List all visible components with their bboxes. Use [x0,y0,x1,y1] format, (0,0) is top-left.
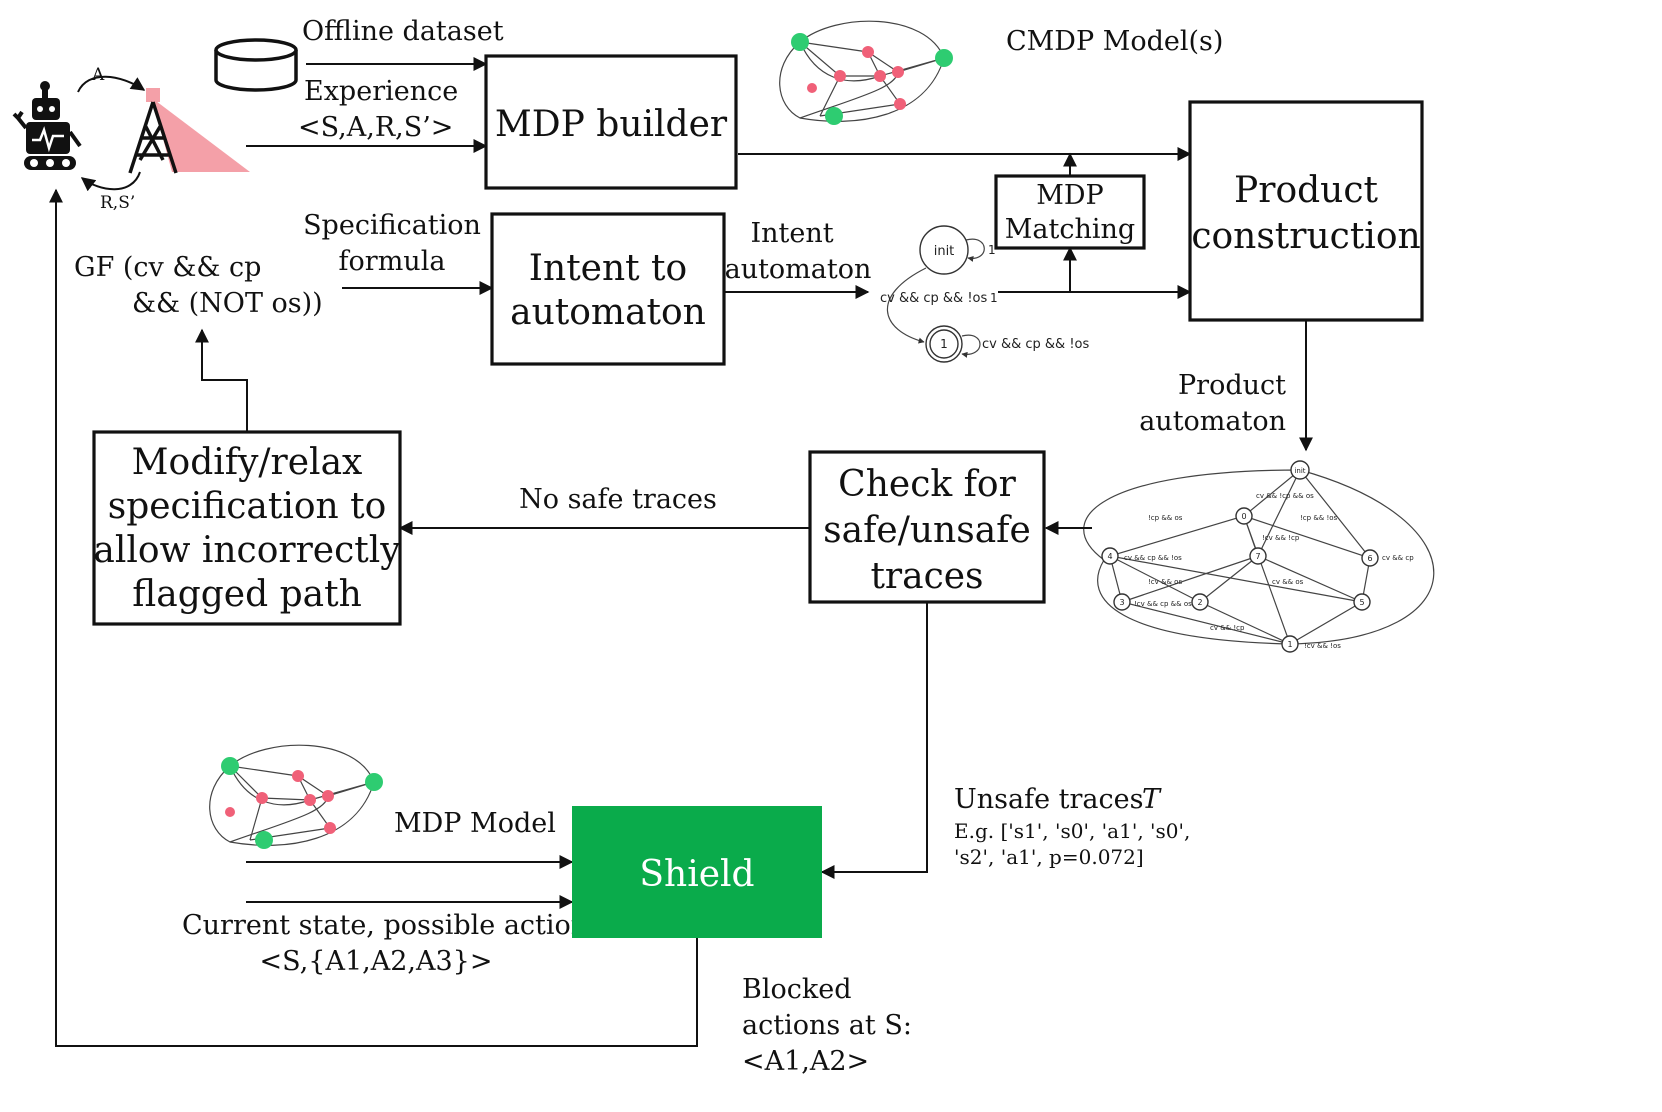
specification-line2: formula [339,246,446,277]
modify-line2: specification to [108,486,387,527]
gf-formula-line1: GF (cv && cp [74,252,261,283]
check-line1: Check for [838,464,1016,505]
product-state: 6 [1367,554,1372,563]
modify-line3: allow incorrectly [93,530,401,571]
product-edge-label: cv && os [1272,578,1304,586]
product-state: 4 [1107,552,1112,561]
automaton-accept-state: 1 [940,337,948,351]
unsafe-traces-example-line2: 's2', 'a1', p=0.072] [954,845,1144,869]
accept-loop-label: cv && cp && !os [982,337,1089,352]
product-edge-label: !cp && !os [1300,514,1338,522]
cell-tower-icon [128,88,250,174]
blocked-line2: actions at S: [742,1010,912,1041]
action-label: A [91,65,105,85]
product-state: 1 [1287,640,1292,649]
mdp-builder-label: MDP builder [495,104,728,145]
product-edge-label: !cv && cp && os [1134,600,1192,608]
product-edge-label: cv && cp && !os [1124,554,1182,562]
product-state: 3 [1119,598,1124,607]
modify-line1: Modify/relax [132,442,363,483]
intent-automaton-graph: init 1 cv && cp && !os 1 1 cv && cp && !… [880,225,1089,363]
mdp-matching-line2: Matching [1005,214,1135,245]
cmdp-models-label: CMDP Model(s) [1006,26,1223,57]
product-edge-label: !cv && os [1148,578,1182,586]
product-edge-label: !cp && os [1148,514,1183,522]
init-loop-label: 1 [988,243,996,257]
no-safe-traces-label: No safe traces [519,484,717,515]
product-construction-line1: Product [1234,170,1378,211]
database-icon [214,38,298,92]
gf-formula-line2: && (NOT os)) [132,288,323,319]
modify-spec-box: Modify/relax specification to allow inco… [92,430,402,626]
product-init-state: init [1294,467,1305,475]
product-automaton-graph: init 0 4 7 6 3 2 5 1 cv && !cp && os !cp… [1083,460,1435,653]
product-construction-line2: construction [1191,216,1420,257]
unsafe-traces-symbol: T [1142,784,1162,815]
product-construction-box: Product construction [1188,100,1424,322]
mdp-matching-line1: MDP [1036,180,1103,211]
product-automaton-line1: Product [1178,370,1286,401]
modify-line4: flagged path [132,574,362,615]
unsafe-traces-label: Unsafe traces [954,784,1143,815]
product-edge-label: cv && cp [1382,554,1414,562]
intent-automaton-line1: Intent [750,218,833,249]
unsafe-traces-example-line1: E.g. ['s1', 's0', 'a1', 's0', [954,819,1190,843]
intent-to-automaton-line2: automaton [510,292,706,333]
product-automaton-line2: automaton [1139,406,1286,437]
offline-dataset-label: Offline dataset [302,16,504,47]
shield-box: Shield [572,806,822,938]
product-state: 2 [1197,598,1202,607]
mdp-model-label: MDP Model [394,808,556,839]
init-transition-label: cv && cp && !os [880,291,987,306]
current-state-line1: Current state, possible actions [182,910,602,941]
experience-label: Experience [304,76,458,107]
product-edge-label: !cv && !os [1304,642,1341,650]
mdp-matching-box: MDP Matching [994,174,1146,250]
mdp-builder-box: MDP builder [484,54,738,190]
check-traces-box: Check for safe/unsafe traces [808,450,1046,604]
check-line3: traces [870,556,983,597]
reward-state-label: R,S’ [100,193,135,213]
intent-to-automaton-line1: Intent to [529,248,687,289]
cmdp-model-graph [779,20,953,125]
shield-label: Shield [639,854,754,895]
product-state: 0 [1241,512,1246,521]
product-state: 7 [1255,552,1260,561]
mdp-model-graph [209,744,383,849]
current-state-line2: <S,{A1,A2,A3}> [260,946,493,977]
check-line2: safe/unsafe [823,510,1031,551]
product-edge-label: cv && !cp [1210,624,1245,632]
robot-icon [12,81,82,170]
intent-to-automaton-box: Intent to automaton [490,212,726,366]
intent-automaton-line2: automaton [725,254,872,285]
specification-line1: Specification [303,210,481,241]
experience-tuple-label: <S,A,R,S’> [298,112,453,143]
automaton-extra-label: 1 [990,291,998,305]
product-edge-label: cv && !cp && os [1256,492,1314,500]
blocked-line3: <A1,A2> [742,1046,869,1077]
automaton-init-state: init [934,244,955,259]
product-state: 5 [1359,598,1364,607]
blocked-line1: Blocked [742,974,851,1005]
product-edge-label: !cv && !cp [1262,534,1300,542]
